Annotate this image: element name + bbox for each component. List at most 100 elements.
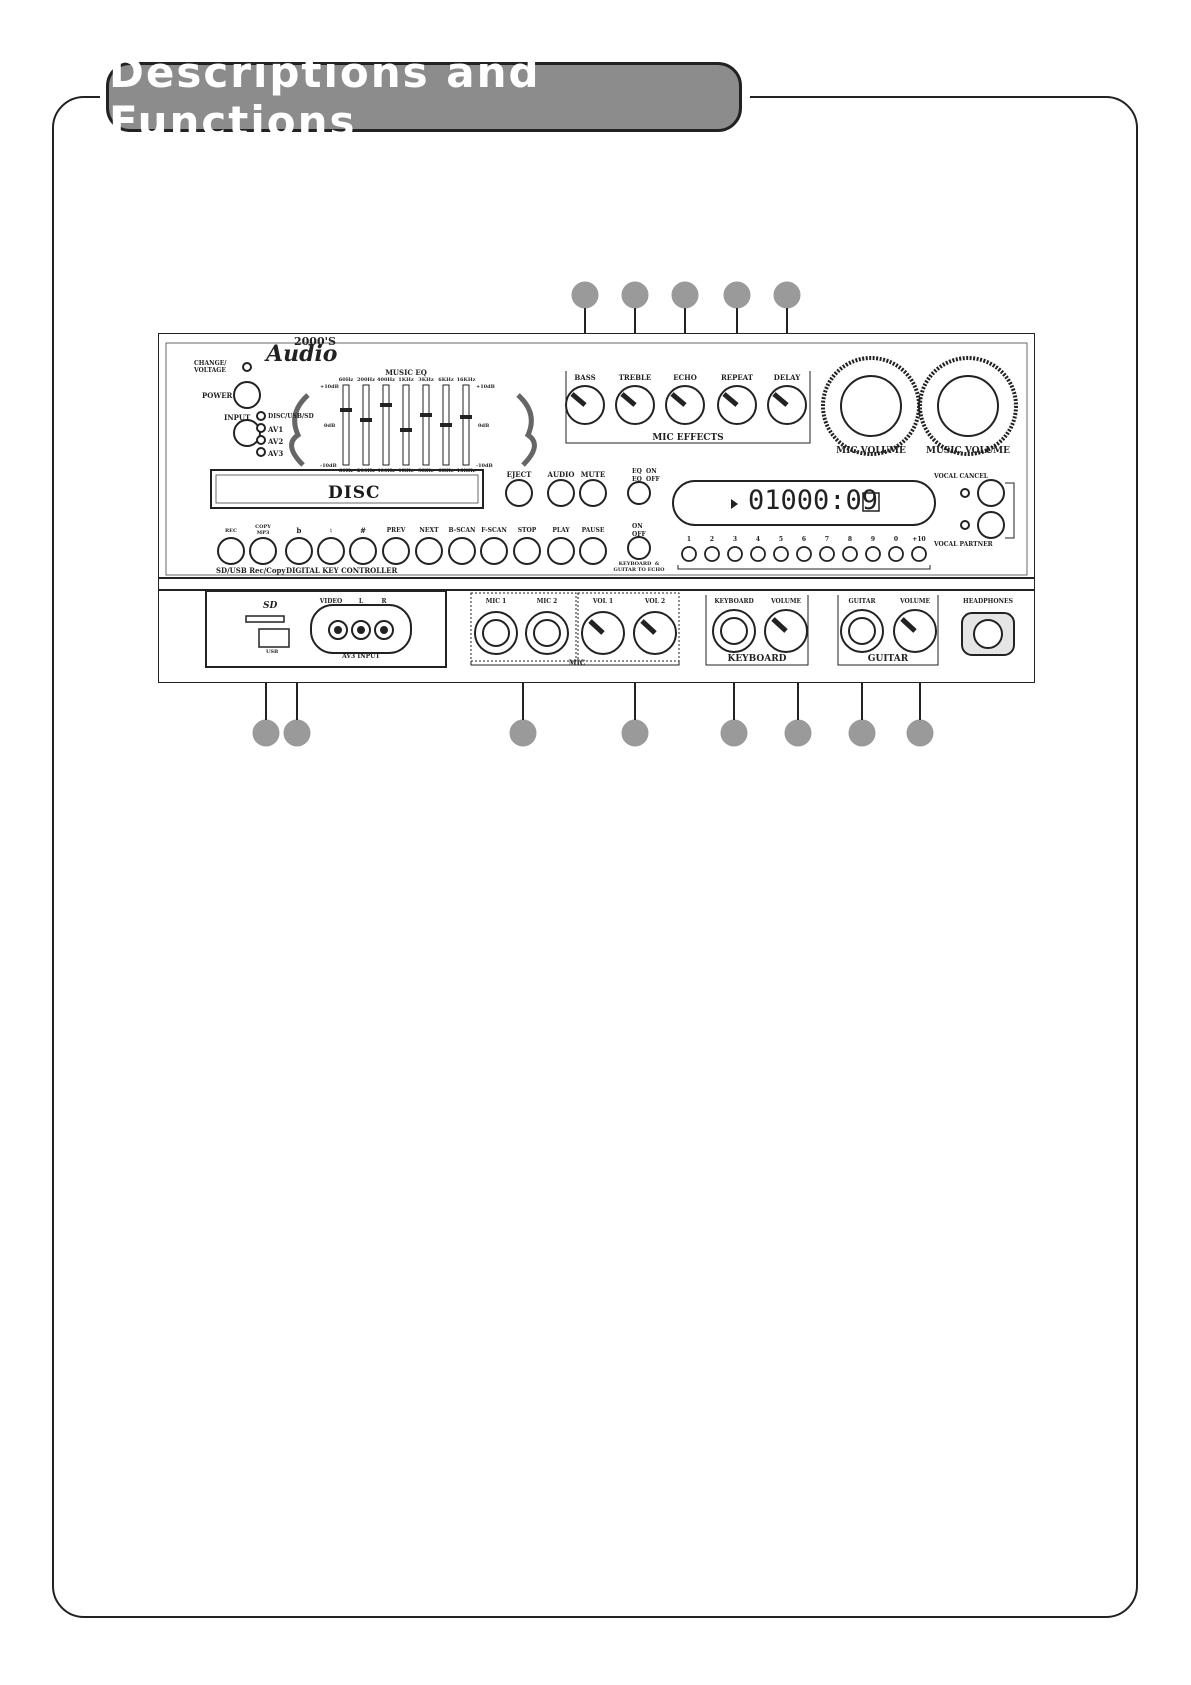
audio-label: AUDIO	[547, 470, 575, 479]
eq-level-top-right: +10dB	[476, 384, 495, 390]
copy-mp3-label: COPY MP3	[255, 524, 271, 536]
echo-knob[interactable]	[666, 386, 704, 424]
guitar-volume-label: VOLUME	[899, 598, 931, 605]
sd-usb-rec-copy-label: SD/USB Rec/Copy	[216, 566, 286, 575]
echo-label: ECHO	[673, 373, 697, 382]
play-label: PLAY	[552, 527, 570, 534]
mic2-volume-knob[interactable]	[634, 612, 676, 654]
number-3-label: 3	[732, 536, 738, 543]
usb-port[interactable]	[259, 629, 289, 647]
mic-volume-knob[interactable]	[823, 358, 919, 454]
number-plus10-label: +10	[912, 536, 926, 543]
vocal-cancel-button[interactable]	[978, 480, 1004, 506]
number-8-label: 8	[847, 536, 853, 543]
treble-label: TREBLE	[618, 373, 652, 382]
next-label: NEXT	[419, 527, 439, 534]
vocal-cancel-label: VOCAL CANCEL	[934, 473, 988, 480]
eq-level-mid-left: 0dB	[324, 423, 336, 429]
keyboard-group-label: KEYBOARD	[727, 654, 787, 664]
mic-group-label: MIC	[568, 658, 586, 667]
power-label: POWER	[202, 391, 233, 400]
mic2-jack[interactable]	[526, 612, 568, 654]
mic-volume-label: MIC VOLUME	[836, 446, 906, 456]
eq-slider-16khz	[460, 415, 472, 419]
title-banner: Descriptions and Functions	[106, 48, 742, 146]
input-button[interactable]	[234, 420, 260, 446]
keyboard-jack[interactable]	[713, 610, 755, 652]
keyboard-echo-toggle-button[interactable]	[628, 537, 650, 559]
headphones-jack[interactable]	[974, 620, 1002, 648]
input-source-av2: AV2	[268, 437, 284, 446]
eq-slider-3khz	[420, 413, 432, 417]
mic1-label: MIC 1	[485, 598, 507, 605]
number-7-label: 7	[824, 536, 830, 543]
headphones-label: HEADPHONES	[963, 598, 1013, 605]
number-0-label: 0	[893, 536, 899, 543]
guitar-group-label: GUITAR	[867, 654, 909, 664]
keyboard-echo-on-label: ON	[632, 523, 643, 530]
treble-knob[interactable]	[616, 386, 654, 424]
guitar-jack[interactable]	[841, 610, 883, 652]
eq-level-bottom-left: -10dB	[320, 463, 337, 469]
eq-bottom-freq-16khz: 16KHz	[456, 468, 476, 474]
number-5-label: 5	[778, 536, 784, 543]
eq-toggle-button[interactable]	[628, 482, 650, 504]
keyboard-label: KEYBOARD	[714, 598, 754, 605]
guitar-volume-knob[interactable]	[894, 610, 936, 652]
number-2-label: 2	[709, 536, 715, 543]
av3-l-label: L	[358, 598, 364, 605]
keyboard-volume-knob[interactable]	[765, 610, 807, 652]
av3-input-label: AV3 INPUT	[342, 653, 380, 660]
pause-label: PAUSE	[581, 527, 605, 534]
power-button[interactable]	[234, 382, 260, 408]
eject-button[interactable]	[506, 480, 532, 506]
eq-top-freq-400hz: 400Hz	[376, 377, 396, 383]
number-4-label: 4	[755, 536, 761, 543]
mute-button[interactable]	[580, 480, 606, 506]
eject-label: EJECT	[506, 470, 532, 479]
av3-r-label: R	[381, 598, 387, 605]
eq-bottom-freq-1khz: 1KHz	[398, 468, 414, 474]
audio-button[interactable]	[548, 480, 574, 506]
eq-top-freq-200hz: 200Hz	[356, 377, 376, 383]
bass-knob[interactable]	[566, 386, 604, 424]
eq-top-freq-16khz: 16KHz	[456, 377, 476, 383]
eq-level-bottom-right: -10dB	[476, 463, 493, 469]
input-source-av1: AV1	[268, 425, 284, 434]
eq-on-label: EQ ON	[632, 468, 657, 475]
music-volume-knob[interactable]	[920, 358, 1016, 454]
eq-slider-6khz	[440, 423, 452, 427]
vol1-label: VOL 1	[592, 598, 614, 605]
music-eq-title: MUSIC EQ	[385, 368, 427, 377]
eq-slider-60hz	[340, 408, 352, 412]
eq-top-freq-6khz: 6KHz	[438, 377, 454, 383]
sd-card-slot[interactable]	[246, 616, 284, 622]
digital-key-controller-label: DIGITAL KEY CONTROLLER	[286, 566, 398, 575]
mic1-jack[interactable]	[475, 612, 517, 654]
change-voltage-label: CHANGE/ VOLTAGE	[194, 360, 227, 374]
mute-label: MUTE	[580, 470, 606, 479]
bass-label: BASS	[574, 373, 596, 382]
mic-effects-title: MIC EFFECTS	[652, 433, 724, 443]
keyboard-volume-label: VOLUME	[770, 598, 802, 605]
eq-slider-200hz	[360, 418, 372, 422]
mic2-label: MIC 2	[536, 598, 558, 605]
input-source-av3: AV3	[268, 449, 284, 458]
repeat-knob[interactable]	[718, 386, 756, 424]
number-9-label: 9	[870, 536, 876, 543]
delay-label: DELAY	[773, 373, 801, 382]
disc-tray-label: DISC	[328, 483, 381, 503]
sharp-label: #	[360, 526, 366, 535]
f-scan-label: F-SCAN	[481, 527, 507, 534]
eq-level-top-left: +10dB	[320, 384, 339, 390]
flat-label: b	[296, 526, 302, 535]
number-1-label: 1	[686, 536, 692, 543]
b-scan-label: B-SCAN	[448, 527, 476, 534]
delay-knob[interactable]	[768, 386, 806, 424]
mic1-volume-knob[interactable]	[582, 612, 624, 654]
prev-label: PREV	[386, 527, 406, 534]
usb-label: USB	[266, 649, 279, 655]
page-frame	[52, 96, 1138, 1618]
vocal-partner-button[interactable]	[978, 512, 1004, 538]
